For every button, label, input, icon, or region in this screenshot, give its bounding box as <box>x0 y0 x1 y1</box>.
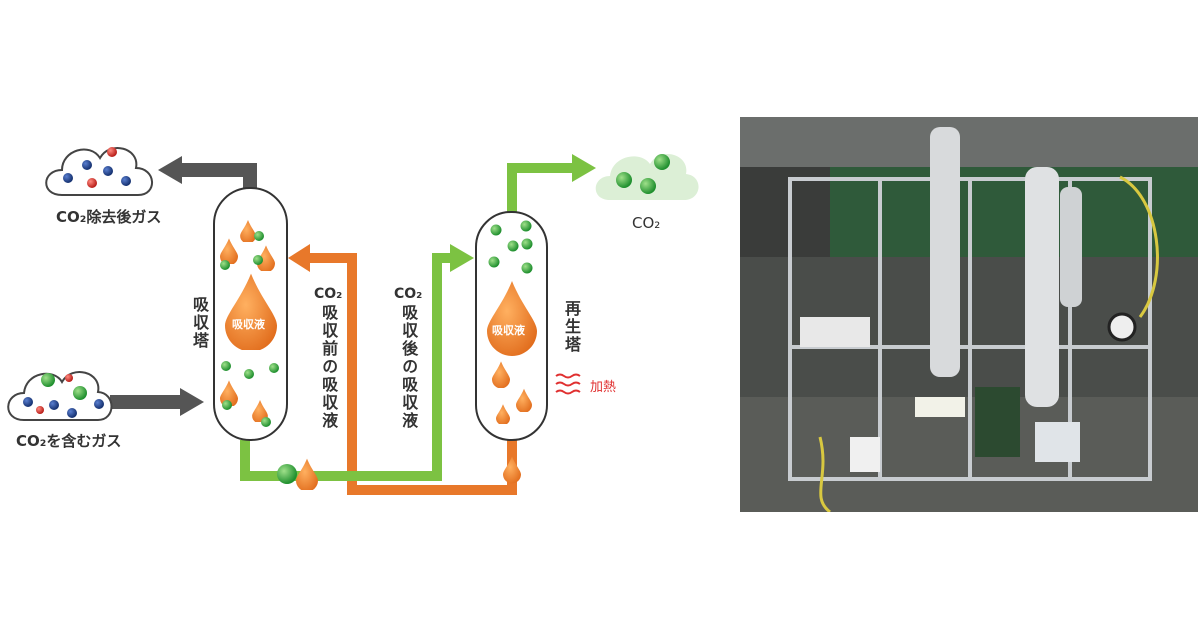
cloud-gas-with-co2 <box>7 371 113 421</box>
cloud-gas-after-removal <box>45 147 153 196</box>
heat-icon <box>555 373 581 395</box>
regenerator-label: 再生塔 <box>562 300 581 354</box>
absorbent-label-absorber: 吸収液 <box>232 318 265 331</box>
cloud-co2 <box>595 153 699 200</box>
liquid-before-text: 吸収前の吸収液 <box>319 304 339 430</box>
liquid-after-prefix: CO₂ <box>394 286 423 302</box>
liquid-after-label: CO₂ 吸収後の吸収液 <box>394 286 422 430</box>
co2-out-pipe <box>507 154 596 212</box>
absorber-tower <box>213 187 288 441</box>
pilot-plant-photo <box>740 117 1198 512</box>
liquid-after-text: 吸収後の吸収液 <box>399 304 419 430</box>
regenerator-tower <box>475 211 548 441</box>
droplet-in-pipe <box>503 456 521 484</box>
liquid-before-prefix: CO₂ <box>314 286 343 302</box>
heating-label: 加熱 <box>590 380 617 395</box>
droplet-in-pipe <box>296 458 318 490</box>
gas-with-co2-label: CO₂を含むガス <box>16 432 122 450</box>
gas-out-arrow <box>158 156 257 190</box>
gas-in-arrow <box>110 388 204 416</box>
liquid-before-label: CO₂ 吸収前の吸収液 <box>314 286 342 430</box>
absorber-label: 吸収塔 <box>190 296 209 350</box>
absorbent-label-regenerator: 吸収液 <box>492 324 525 337</box>
co2-molecule-in-pipe <box>277 464 297 484</box>
co2-output-label: CO₂ <box>632 214 661 232</box>
co2-capture-process-diagram <box>7 147 699 495</box>
rich-liquid-pipe <box>240 244 474 481</box>
gas-after-removal-label: CO₂除去後ガス <box>56 208 162 226</box>
